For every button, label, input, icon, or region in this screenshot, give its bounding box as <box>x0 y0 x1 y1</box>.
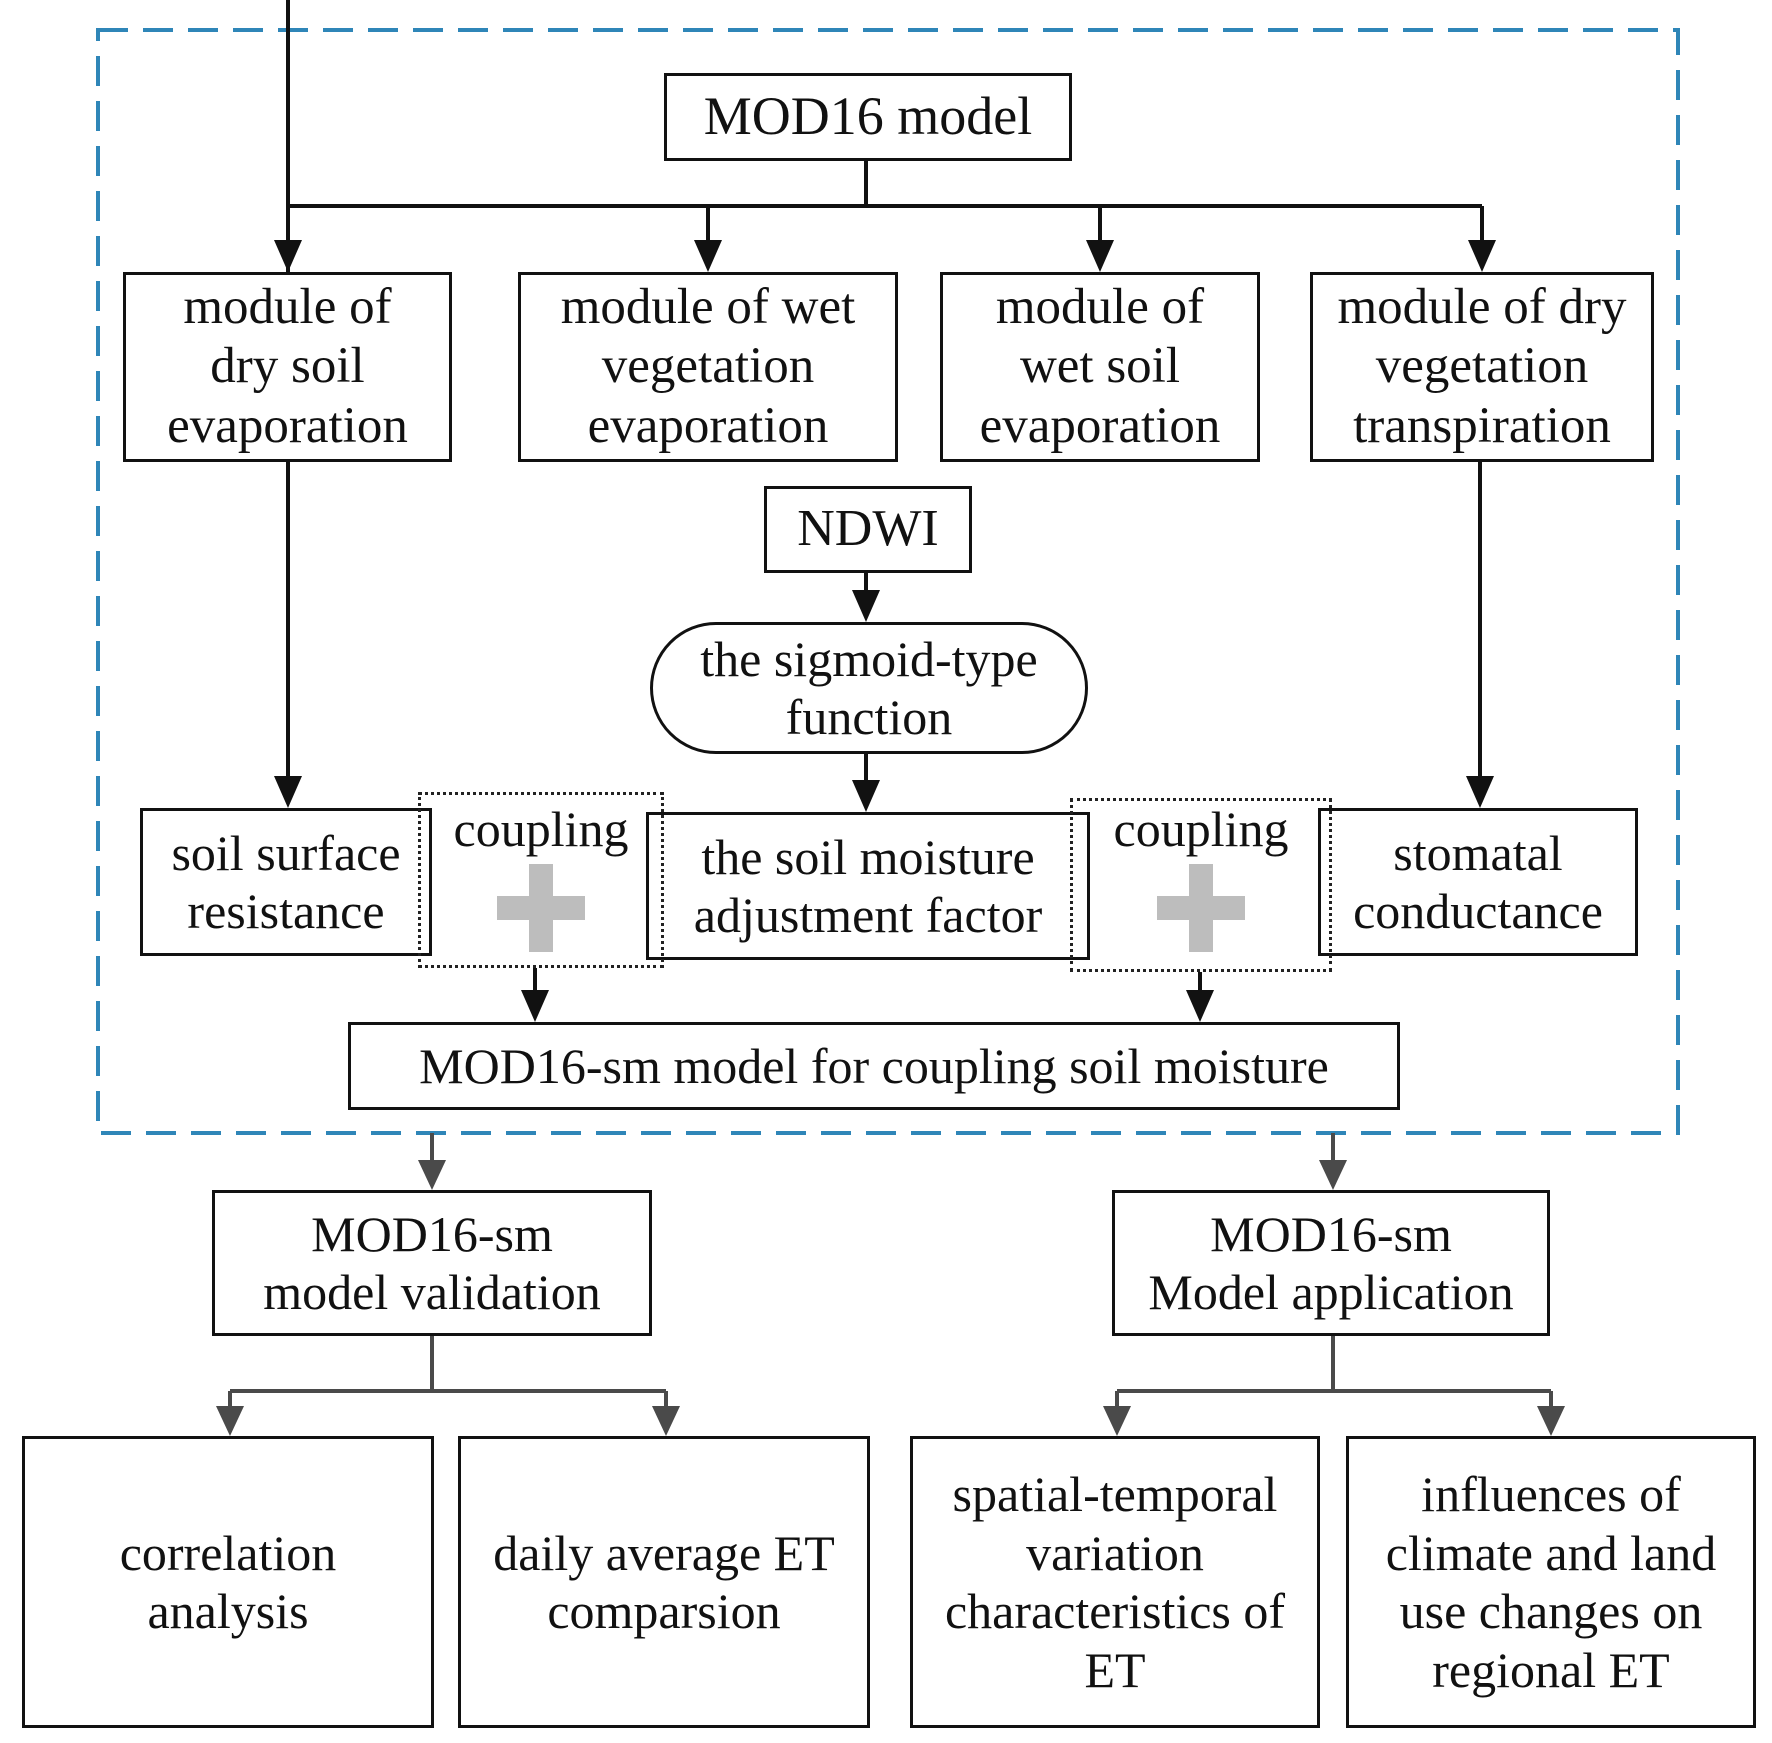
node-mod16-sm-model-label: MOD16-sm model for coupling soil moistur… <box>419 1037 1329 1094</box>
node-soil-surface-resistance: soil surface resistance <box>140 808 432 956</box>
arrowhead <box>216 1406 244 1436</box>
node-spatial-temporal-variation-label: spatial-temporal variation characteristi… <box>944 1466 1286 1698</box>
plus-icon <box>497 864 585 952</box>
node-stomatal-conductance: stomatal conductance <box>1318 808 1638 956</box>
node-daily-average-et-comparison: daily average ET comparsion <box>458 1436 870 1728</box>
arrowhead <box>274 776 302 808</box>
node-ndwi-label: NDWI <box>797 500 939 558</box>
node-model-application-label: MOD16-sm Model application <box>1148 1205 1514 1321</box>
arrowhead <box>1537 1406 1565 1436</box>
node-dry-soil-evaporation-label: module of dry soil evaporation <box>167 278 408 454</box>
arrowhead <box>1468 240 1496 272</box>
arrowhead <box>521 990 549 1022</box>
node-soil-moisture-adjustment-factor-label: the soil moisture adjustment factor <box>693 828 1043 944</box>
top-connector <box>286 161 1484 244</box>
node-wet-soil-evaporation: module of wet soil evaporation <box>940 272 1260 462</box>
node-sigmoid-function-label: the sigmoid-type function <box>700 630 1038 746</box>
node-mod16-sm-model: MOD16-sm model for coupling soil moistur… <box>348 1022 1400 1110</box>
coupling-left-group <box>418 792 664 968</box>
arrowhead <box>1103 1406 1131 1436</box>
node-sigmoid-function: the sigmoid-type function <box>650 622 1088 754</box>
node-stomatal-conductance-label: stomatal conductance <box>1353 824 1603 940</box>
arrowhead <box>852 780 880 812</box>
node-correlation-analysis-label: correlation analysis <box>119 1524 337 1640</box>
node-climate-land-use-influences-label: influences of climate and land use chang… <box>1385 1466 1717 1698</box>
node-wet-vegetation-evaporation: module of wet vegetation evaporation <box>518 272 898 462</box>
arrowhead <box>418 1160 446 1190</box>
dashed-frame <box>96 28 1680 1135</box>
arrowhead <box>1086 240 1114 272</box>
arrowhead <box>852 590 880 622</box>
node-wet-soil-evaporation-label: module of wet soil evaporation <box>979 278 1221 454</box>
node-model-application: MOD16-sm Model application <box>1112 1190 1550 1336</box>
coupling-right-group <box>1070 798 1332 972</box>
application-connector <box>1115 1336 1553 1410</box>
arrowhead <box>1466 776 1494 808</box>
node-mod16-model-label: MOD16 model <box>703 86 1033 147</box>
validation-connector <box>228 1336 668 1410</box>
plus-icon <box>1157 864 1245 952</box>
arrowhead <box>652 1406 680 1436</box>
node-dry-vegetation-transpiration: module of dry vegetation transpiration <box>1310 272 1654 462</box>
coupling-right-label: coupling <box>1113 801 1289 857</box>
node-ndwi: NDWI <box>764 486 972 573</box>
node-dry-soil-evaporation: module of dry soil evaporation <box>123 272 452 462</box>
node-climate-land-use-influences: influences of climate and land use chang… <box>1346 1436 1756 1728</box>
node-daily-average-et-comparison-label: daily average ET comparsion <box>493 1524 835 1640</box>
arrowhead <box>694 240 722 272</box>
node-wet-vegetation-evaporation-label: module of wet vegetation evaporation <box>560 278 856 454</box>
node-spatial-temporal-variation: spatial-temporal variation characteristi… <box>910 1436 1320 1728</box>
node-soil-moisture-adjustment-factor: the soil moisture adjustment factor <box>646 812 1090 960</box>
arrowhead <box>1319 1160 1347 1190</box>
node-model-validation-label: MOD16-sm model validation <box>263 1205 601 1321</box>
coupling-left-label: coupling <box>453 801 629 857</box>
node-soil-surface-resistance-label: soil surface resistance <box>171 824 401 940</box>
node-mod16-model: MOD16 model <box>664 73 1072 161</box>
node-dry-vegetation-transpiration-label: module of dry vegetation transpiration <box>1337 278 1627 454</box>
node-correlation-analysis: correlation analysis <box>22 1436 434 1728</box>
node-model-validation: MOD16-sm model validation <box>212 1190 652 1336</box>
arrowhead <box>1186 990 1214 1022</box>
